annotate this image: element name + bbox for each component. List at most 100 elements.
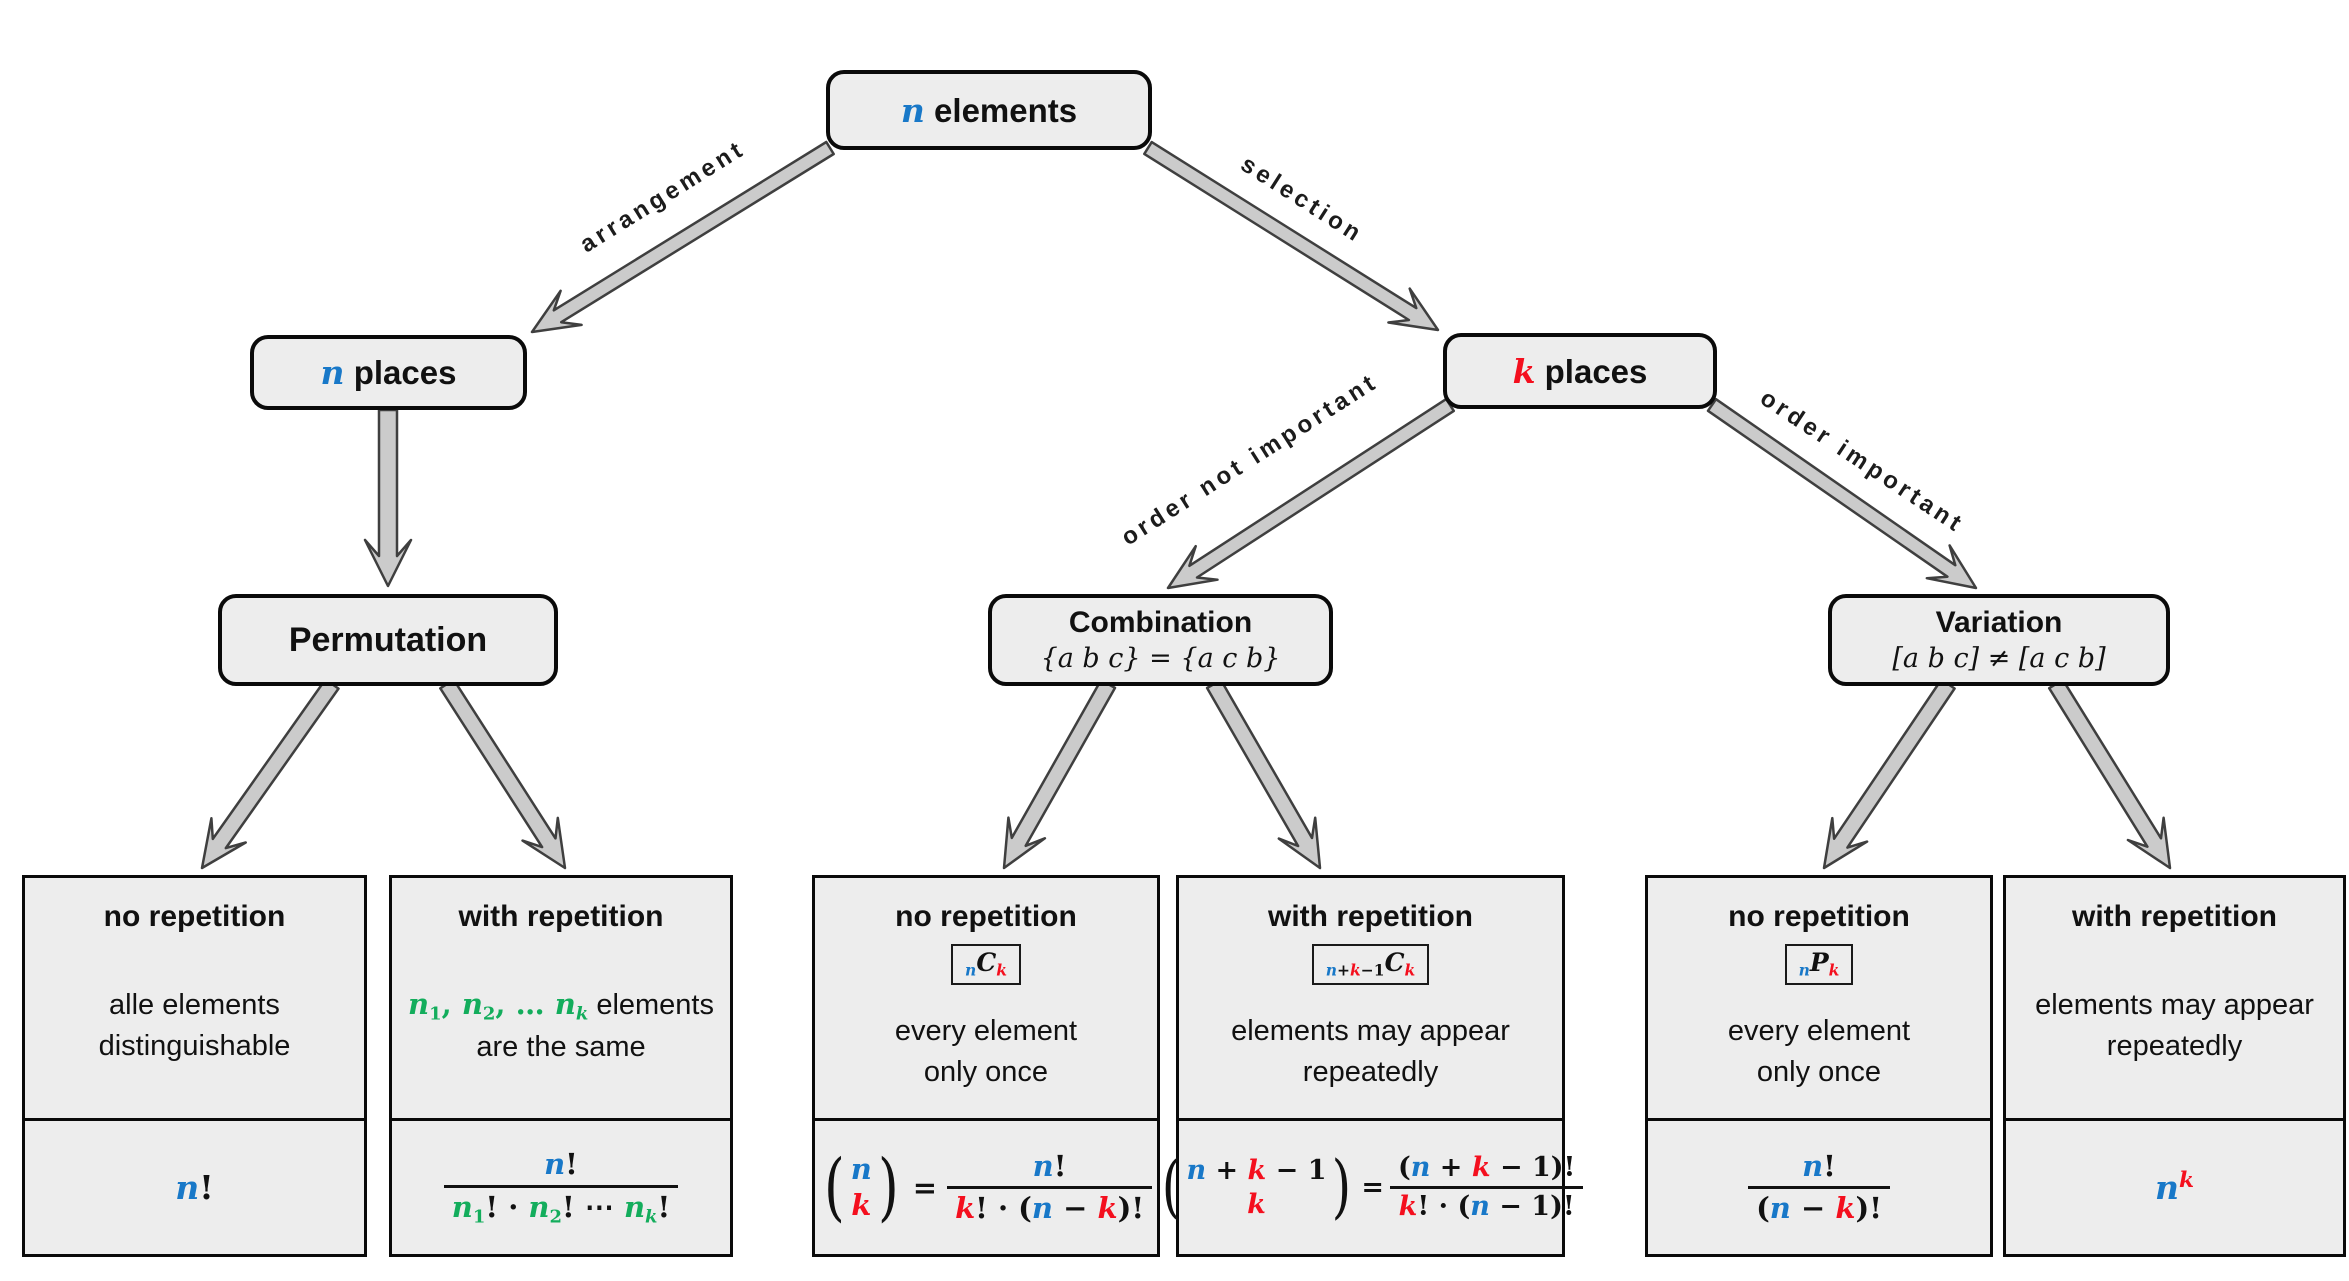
flow-arrow <box>1822 678 1956 870</box>
math-token: − 1 <box>1490 1152 1551 1184</box>
math-token: k <box>575 1003 589 1025</box>
formula-fraction: n! n1! · n2! ⋯ nk! <box>443 1146 679 1229</box>
flow-arrow <box>2047 678 2172 870</box>
card-title: no repetition <box>895 900 1077 933</box>
math-token: k <box>1398 1191 1418 1222</box>
math-token: 2 <box>482 1003 496 1025</box>
math-token: places <box>344 354 457 391</box>
math-token: + <box>1430 1152 1472 1184</box>
desc-line: n1, n2, … nk elements <box>408 984 714 1027</box>
paren-open: ( <box>1161 1146 1181 1227</box>
math-token: n <box>1802 1148 1824 1183</box>
math-token: elements may appear <box>2035 989 2314 1022</box>
math-token: ! · ( <box>975 1191 1032 1225</box>
flow-arrow <box>1166 397 1456 590</box>
math-token: k <box>851 1187 872 1222</box>
math-token: n <box>1031 1191 1053 1225</box>
card-permutation-with-repetition: with repetition n1, n2, … nk elements ar… <box>389 875 733 1257</box>
math-token: elements may appear <box>1231 1014 1510 1047</box>
node-combination: Combination {a b c} = {a c b} <box>988 594 1333 686</box>
math-token: − 1 <box>1266 1155 1327 1187</box>
math-token: k <box>1512 351 1536 391</box>
math-token: repeatedly <box>2106 1030 2243 1062</box>
math-token: n <box>1032 1148 1054 1183</box>
math-token: k <box>955 1191 976 1225</box>
math-token: P <box>1809 948 1829 977</box>
math-token: k <box>1350 960 1361 980</box>
math-token: 1 <box>429 1003 442 1025</box>
math-token: k <box>1247 1155 1267 1187</box>
math-token: k <box>1835 1191 1856 1225</box>
card-description: every element only once <box>1728 985 1910 1118</box>
card-variation-no-repetition: no repetition nPk every element only onc… <box>1645 875 1993 1257</box>
math-token: − <box>1790 1191 1836 1225</box>
fraction-numerator: n! <box>1748 1148 1890 1189</box>
math-token: 2 <box>549 1206 563 1228</box>
math-token: , <box>441 987 462 1022</box>
binom-bottom: k <box>851 1188 872 1224</box>
fraction-numerator: n! <box>443 1146 679 1188</box>
flow-arrow <box>439 678 567 870</box>
math-token: k <box>645 1206 658 1228</box>
math-token: n <box>1769 1191 1791 1225</box>
fraction-numerator: n! <box>947 1148 1153 1189</box>
math-token: ! <box>1053 1148 1067 1183</box>
math-token: n <box>175 1168 200 1207</box>
card-description: alle elements distinguishable <box>99 934 291 1118</box>
card-variation-with-repetition: with repetition elements may appear repe… <box>2003 875 2346 1257</box>
card-description: every element only once <box>895 985 1077 1118</box>
card-top: no repetition nPk every element only onc… <box>1648 878 1990 1121</box>
equals-sign: = <box>912 1170 938 1205</box>
math-token: repeatedly <box>1302 1055 1439 1088</box>
math-token: ! <box>657 1189 671 1224</box>
math-token: ! ⋯ <box>562 1189 624 1224</box>
fraction-numerator: (n + k − 1)! <box>1389 1151 1584 1189</box>
math-token: C <box>1384 948 1405 977</box>
math-token: places <box>1535 352 1648 390</box>
card-title: with repetition <box>458 900 664 933</box>
math-token: alle elements <box>109 989 280 1022</box>
flow-arrow <box>1205 678 1322 870</box>
node-n-elements-label: n elements <box>901 91 1077 130</box>
node-n-places: n places <box>250 335 527 410</box>
math-token: k <box>1097 1191 1118 1225</box>
math-token: )! <box>1550 1152 1576 1184</box>
desc-line: only once <box>1757 1052 1881 1093</box>
math-token: elements <box>924 91 1078 129</box>
math-token: n <box>451 1189 473 1224</box>
card-top: with repetition elements may appear repe… <box>2006 878 2343 1121</box>
flow-arrow <box>530 140 835 334</box>
math-token: n <box>461 987 483 1022</box>
card-top: with repetition n1, n2, … nk elements ar… <box>392 878 730 1121</box>
fraction-denominator: n1! · n2! ⋯ nk! <box>444 1188 678 1229</box>
card-title: with repetition <box>1268 900 1473 933</box>
math-token: n <box>1186 1155 1207 1187</box>
card-formula: n! (n − k)! <box>1648 1121 1990 1254</box>
fraction-denominator: k! · (n − 1)! <box>1390 1189 1583 1224</box>
desc-line: only once <box>924 1052 1048 1093</box>
node-variation-title: Variation <box>1935 606 2063 639</box>
math-token: n <box>2154 1168 2179 1207</box>
node-combination-title: Combination <box>1068 606 1253 639</box>
formula-fraction: n! (n − k)! <box>1748 1148 1890 1228</box>
math-token: ! <box>565 1147 578 1182</box>
math-token: + <box>1337 960 1351 980</box>
card-top: no repetition alle elements distinguisha… <box>25 878 364 1121</box>
math-token: n <box>408 987 430 1022</box>
desc-line: repeatedly <box>2107 1026 2242 1067</box>
binom-top: n + k − 1 <box>1186 1154 1326 1187</box>
desc-line: are the same <box>476 1027 645 1068</box>
math-token: )! <box>1855 1191 1882 1225</box>
math-token: every element <box>894 1014 1078 1047</box>
math-token: k <box>1247 1188 1266 1220</box>
math-token: ! <box>1823 1148 1836 1183</box>
math-token: elements <box>588 989 714 1022</box>
node-k-places: k places <box>1443 333 1717 409</box>
math-token: k <box>2178 1168 2195 1194</box>
math-token: n <box>528 1189 550 1224</box>
flow-arrow <box>363 408 413 588</box>
